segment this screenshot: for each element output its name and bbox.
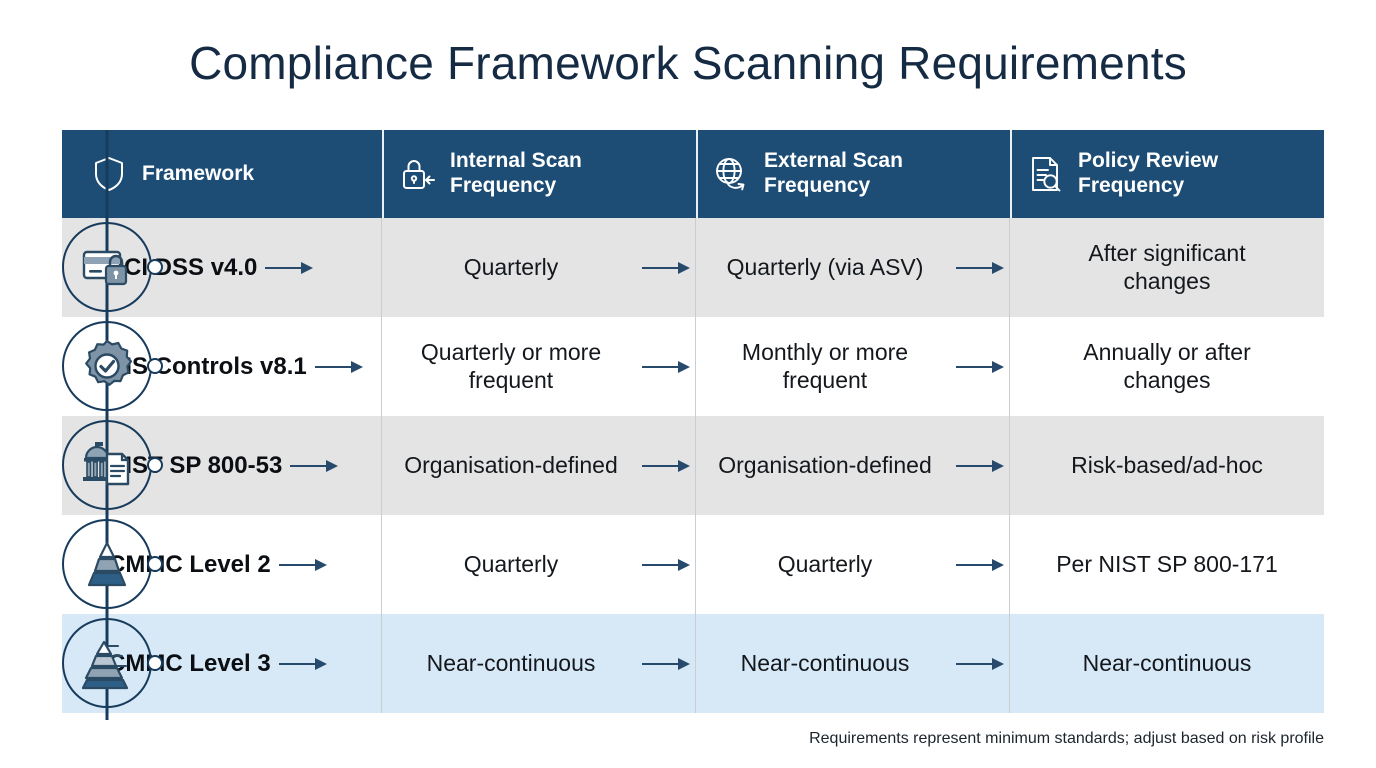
- column-header-policy-review: Policy Review Frequency: [1010, 130, 1324, 218]
- column-header-external-scan-label: External Scan Frequency: [764, 149, 903, 197]
- cell-internal-scan: Organisation-defined: [382, 416, 696, 515]
- cell-external-scan: Organisation-defined: [696, 416, 1010, 515]
- credit-card-lock-icon: [78, 238, 136, 296]
- external-scan-value: Organisation-defined: [718, 451, 932, 478]
- table-row: CMMC Level 3 Near-continuous Near-contin…: [62, 614, 1324, 713]
- flow-arrow-icon: [263, 261, 319, 275]
- column-header-framework: Framework: [62, 130, 382, 218]
- external-scan-value: Quarterly: [777, 550, 873, 577]
- policy-review-value: After significant changes: [1088, 239, 1246, 294]
- flow-arrow-icon: [640, 459, 696, 473]
- internal-scan-value: Quarterly: [463, 550, 559, 577]
- column-header-internal-scan-label: Internal Scan Frequency: [450, 149, 582, 197]
- shield-icon: [88, 153, 130, 195]
- column-header-external-scan: External Scan Frequency: [696, 130, 1010, 218]
- internal-scan-value: Near-continuous: [426, 649, 596, 676]
- document-magnifier-icon: [1024, 153, 1066, 195]
- cell-policy-review: After significant changes: [1010, 218, 1324, 317]
- policy-review-value: Risk-based/ad-hoc: [1071, 451, 1263, 478]
- footnote: Requirements represent minimum standards…: [809, 730, 1324, 747]
- row-node-cmmc-level-2: [62, 519, 163, 609]
- flow-arrow-icon: [288, 459, 344, 473]
- column-header-policy-review-label: Policy Review Frequency: [1078, 149, 1219, 197]
- internal-scan-value: Quarterly or more frequent: [420, 338, 602, 393]
- table-row: CMMC Level 2 Quarterly Quarterly Per NIS…: [62, 515, 1324, 614]
- internal-scan-value: Quarterly: [463, 253, 559, 280]
- internal-scan-value: Organisation-defined: [404, 451, 618, 478]
- flow-arrow-icon: [640, 360, 696, 374]
- pyramid-two-tier-icon: [78, 535, 136, 593]
- cell-policy-review: Near-continuous: [1010, 614, 1324, 713]
- gear-check-icon: [78, 337, 136, 395]
- cell-policy-review: Per NIST SP 800-171: [1010, 515, 1324, 614]
- flow-arrow-icon: [277, 657, 333, 671]
- row-node-pci-dss: [62, 222, 163, 312]
- flow-arrow-icon: [954, 657, 1010, 671]
- policy-review-value: Near-continuous: [1082, 649, 1252, 676]
- flow-arrow-icon: [640, 261, 696, 275]
- flow-arrow-icon: [640, 657, 696, 671]
- globe-outward-arrow-icon: [710, 153, 752, 195]
- flow-arrow-icon: [640, 558, 696, 572]
- column-header-framework-label: Framework: [142, 161, 255, 185]
- table-row: PCI DSS v4.0 Quarterly Quarterly (via AS…: [62, 218, 1324, 317]
- cell-internal-scan: Quarterly or more frequent: [382, 317, 696, 416]
- column-divider-3: [1009, 218, 1010, 713]
- compliance-table: Framework Internal Scan Frequency: [62, 130, 1324, 713]
- table-row: NIST SP 800-53 Organisation-defined Orga…: [62, 416, 1324, 515]
- node-connector-dot: [147, 556, 163, 572]
- column-divider-1: [381, 218, 382, 713]
- node-connector-dot: [147, 457, 163, 473]
- pyramid-three-tier-icon: [78, 634, 136, 692]
- table-row: CIS Controls v8.1 Quarterly or more freq…: [62, 317, 1324, 416]
- flow-arrow-icon: [954, 459, 1010, 473]
- node-connector-dot: [147, 358, 163, 374]
- flow-arrow-icon: [954, 558, 1010, 572]
- column-divider-2: [695, 218, 696, 713]
- flow-arrow-icon: [954, 261, 1010, 275]
- table-body: PCI DSS v4.0 Quarterly Quarterly (via AS…: [62, 218, 1324, 713]
- node-connector-dot: [147, 259, 163, 275]
- cell-external-scan: Monthly or more frequent: [696, 317, 1010, 416]
- padlock-inward-arrow-icon: [396, 153, 438, 195]
- cell-external-scan: Quarterly (via ASV): [696, 218, 1010, 317]
- flow-arrow-icon: [313, 360, 369, 374]
- policy-review-value: Annually or after changes: [1083, 338, 1251, 393]
- node-connector-dot: [147, 655, 163, 671]
- page-title: Compliance Framework Scanning Requiremen…: [189, 37, 1187, 89]
- cell-external-scan: Quarterly: [696, 515, 1010, 614]
- cell-internal-scan: Near-continuous: [382, 614, 696, 713]
- external-scan-value: Quarterly (via ASV): [726, 253, 924, 280]
- table-header-row: Framework Internal Scan Frequency: [62, 130, 1324, 218]
- external-scan-value: Near-continuous: [740, 649, 910, 676]
- cell-policy-review: Annually or after changes: [1010, 317, 1324, 416]
- flow-arrow-icon: [277, 558, 333, 572]
- row-node-cmmc-level-3: [62, 618, 163, 708]
- cell-internal-scan: Quarterly: [382, 218, 696, 317]
- government-building-document-icon: [78, 436, 136, 494]
- row-node-cis-controls: [62, 321, 163, 411]
- flow-arrow-icon: [954, 360, 1010, 374]
- column-header-internal-scan: Internal Scan Frequency: [382, 130, 696, 218]
- cell-external-scan: Near-continuous: [696, 614, 1010, 713]
- cell-policy-review: Risk-based/ad-hoc: [1010, 416, 1324, 515]
- cell-internal-scan: Quarterly: [382, 515, 696, 614]
- external-scan-value: Monthly or more frequent: [741, 338, 909, 393]
- policy-review-value: Per NIST SP 800-171: [1056, 550, 1278, 577]
- row-node-nist-sp-800-53: [62, 420, 163, 510]
